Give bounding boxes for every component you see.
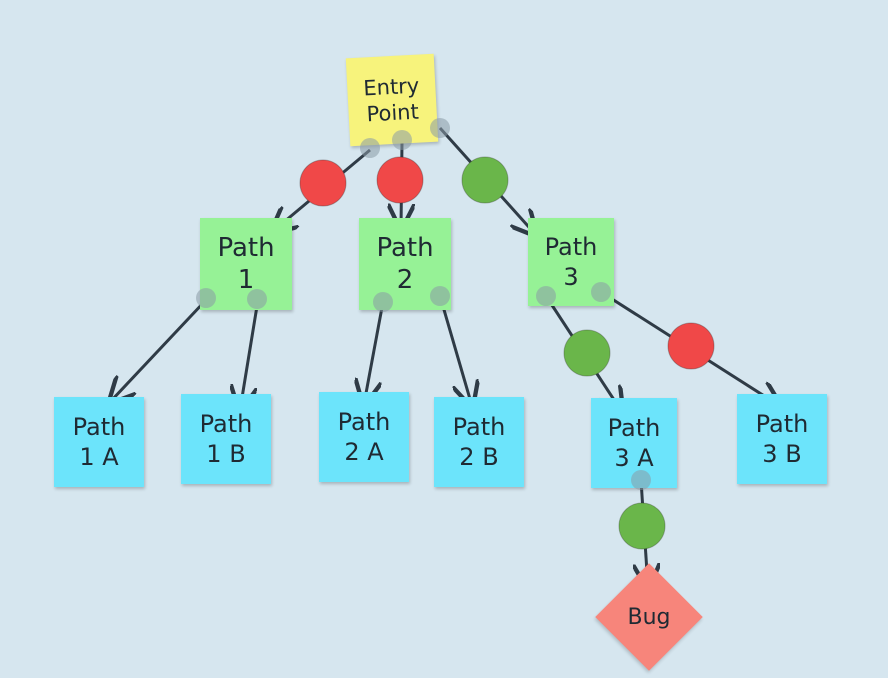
path-1b-note[interactable]: Path 1 B — [181, 394, 271, 484]
anchor-dot[interactable] — [360, 138, 380, 158]
path-3-label: Path 3 — [544, 233, 598, 291]
red-marker-path3-path3b[interactable] — [667, 322, 715, 370]
anchor-dot[interactable] — [247, 289, 267, 309]
anchor-dot[interactable] — [591, 282, 611, 302]
anchor-dot[interactable] — [631, 470, 651, 490]
path-3b-note[interactable]: Path 3 B — [737, 394, 827, 484]
path-2-label: Path 2 — [376, 232, 434, 296]
red-marker-entry-path2[interactable] — [376, 156, 424, 204]
path-2a-label: Path 2 A — [337, 408, 391, 466]
edge-path1-path1b — [240, 299, 260, 410]
path-3a-label: Path 3 A — [607, 414, 661, 472]
red-marker-entry-path1[interactable] — [299, 159, 347, 207]
path-2b-note[interactable]: Path 2 B — [434, 397, 524, 487]
anchor-dot[interactable] — [392, 130, 412, 150]
green-marker-path3-path3a[interactable] — [563, 329, 611, 377]
path-1-note[interactable]: Path 1 — [200, 218, 292, 310]
edge-path2-path2b — [438, 295, 472, 406]
anchor-dot[interactable] — [536, 286, 556, 306]
bug-label: Bug — [627, 604, 671, 630]
path-2a-note[interactable]: Path 2 A — [319, 392, 409, 482]
anchor-dot[interactable] — [430, 286, 450, 306]
anchor-dot[interactable] — [430, 118, 450, 138]
path-1b-label: Path 1 B — [199, 410, 253, 468]
path-1a-note[interactable]: Path 1 A — [54, 397, 144, 487]
green-marker-entry-path3[interactable] — [461, 156, 509, 204]
anchor-dot[interactable] — [373, 292, 393, 312]
edge-path2-path2a — [364, 301, 385, 404]
path-1a-label: Path 1 A — [72, 413, 126, 471]
edge-path1-path1a — [110, 298, 208, 402]
anchor-dot[interactable] — [196, 288, 216, 308]
path-2b-label: Path 2 B — [452, 413, 506, 471]
path-3b-label: Path 3 B — [755, 410, 809, 468]
path-1-label: Path 1 — [217, 232, 275, 296]
green-marker-path3a-bug[interactable] — [618, 502, 666, 550]
